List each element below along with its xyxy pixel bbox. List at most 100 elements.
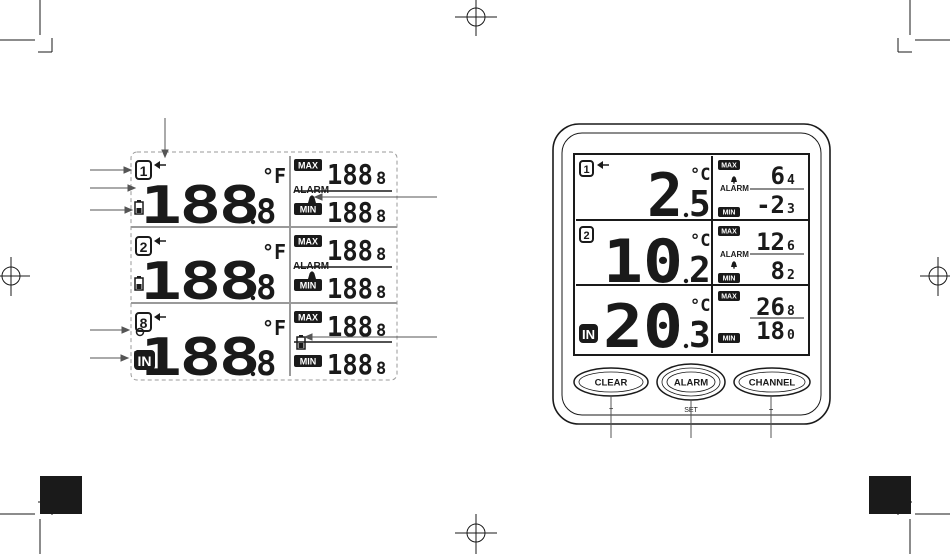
device-max-decimal-2: 6 xyxy=(787,239,795,254)
max-digits-1: 188 xyxy=(327,158,373,191)
page-tab-right xyxy=(869,476,911,514)
device-temperature-1: 2 xyxy=(647,161,683,231)
temperature-unit-1: °F xyxy=(262,164,286,188)
min-decimal-3: 8 xyxy=(376,359,386,379)
device-temperature-unit-2: °C xyxy=(690,231,710,251)
device-temperature-unit-3: °C xyxy=(690,296,710,316)
clear-button[interactable]: CLEAR xyxy=(574,368,648,396)
min-digits-2: 188 xyxy=(327,272,373,305)
decimal-point-2 xyxy=(251,296,255,300)
indoor-indicator-text: IN xyxy=(138,353,152,369)
max-decimal-3: 8 xyxy=(376,321,386,341)
min-digits-3: 188 xyxy=(327,348,373,381)
device-indoor-indicator-text: IN xyxy=(582,327,595,342)
device-decimal-point-3 xyxy=(684,344,688,348)
registration-mark-bottom xyxy=(455,514,497,554)
device-temperature-2: 10 xyxy=(603,227,683,297)
device-min-label-2-text: MIN xyxy=(723,276,736,283)
device-max-decimal-3: 8 xyxy=(787,304,795,319)
min-digits-1: 188 xyxy=(327,196,373,229)
device-max-label-1: MAX xyxy=(718,160,740,170)
device-max-label-2-text: MAX xyxy=(721,229,737,236)
max-decimal-2: 8 xyxy=(376,245,386,265)
device-min-label-2: MIN xyxy=(718,273,740,283)
device-min-label-1: MIN xyxy=(718,207,740,217)
device-indoor-indicator: IN xyxy=(580,325,597,342)
min-label-3-text: MIN xyxy=(300,357,317,367)
channel-button[interactable]: CHANNEL xyxy=(734,368,810,396)
temperature-decimal-2: 8 xyxy=(256,268,276,308)
device-alarm-label-2: ALARM xyxy=(720,250,749,259)
device-channel-indicator-2-text: 2 xyxy=(583,230,589,242)
min-label-2: MIN xyxy=(294,279,322,291)
indoor-indicator: IN xyxy=(135,351,154,369)
alarm-label-2: ALARM xyxy=(293,261,329,272)
signal-icon-3 xyxy=(154,313,166,321)
clear-button-label: CLEAR xyxy=(595,378,628,389)
temperature-decimal-1: 8 xyxy=(256,192,276,232)
max-label-1: MAX xyxy=(294,159,322,171)
temperature-digits-3: 188 xyxy=(140,328,258,388)
registration-mark-right xyxy=(920,257,950,296)
alarm-label-1: ALARM xyxy=(293,185,329,196)
device-temperature-decimal-3: 3 xyxy=(689,315,711,356)
max-label-2: MAX xyxy=(294,235,322,247)
device-temperature-decimal-2: 2 xyxy=(689,250,711,291)
device-temperature-unit-1: °C xyxy=(690,165,710,185)
max-label-3: MAX xyxy=(294,311,322,323)
device-min-value-1: -2 xyxy=(756,191,785,219)
device-min-label-1-text: MIN xyxy=(723,210,736,217)
device-min-decimal-3: 0 xyxy=(787,328,795,343)
device-max-label-2: MAX xyxy=(718,226,740,236)
device-channel-indicator-2: 2 xyxy=(580,227,593,242)
temperature-digits-2: 188 xyxy=(140,252,258,312)
device-min-value-3: 18 xyxy=(756,317,785,345)
max-decimal-1: 8 xyxy=(376,169,386,189)
device-min-decimal-2: 2 xyxy=(787,268,795,283)
page-tab-left xyxy=(40,476,82,514)
device-max-label-3-text: MAX xyxy=(721,294,737,301)
device-channel-indicator-1: 1 xyxy=(580,161,593,176)
device-min-label-3: MIN xyxy=(718,333,740,343)
device-decimal-point-1 xyxy=(684,213,688,217)
device-min-decimal-1: 3 xyxy=(787,202,795,217)
channel-button-label: CHANNEL xyxy=(749,378,796,389)
max-digits-3: 188 xyxy=(327,310,373,343)
min-label-1: MIN xyxy=(294,203,322,215)
min-decimal-1: 8 xyxy=(376,207,386,227)
min-label-3: MIN xyxy=(294,355,322,367)
temperature-digits-1: 188 xyxy=(140,176,258,236)
signal-icon-2 xyxy=(154,237,166,245)
decimal-point-1 xyxy=(251,220,255,224)
min-decimal-2: 8 xyxy=(376,283,386,303)
device-max-value-1: 6 xyxy=(771,162,785,190)
min-label-1-text: MIN xyxy=(300,205,317,215)
registration-mark-left xyxy=(0,257,30,296)
device-min-value-2: 8 xyxy=(771,257,785,285)
device-decimal-point-2 xyxy=(684,279,688,283)
lcd-segment-diagram: 11888°FMAX1888MIN1888ALARM21888°FMAX1888… xyxy=(131,152,397,388)
device-min-label-3-text: MIN xyxy=(723,336,736,343)
device-alarm-label-1: ALARM xyxy=(720,184,749,193)
device-max-value-2: 12 xyxy=(756,228,785,256)
device-max-decimal-1: 4 xyxy=(787,173,795,188)
device-max-label-1-text: MAX xyxy=(721,163,737,170)
device-temperature-3: 20 xyxy=(603,292,683,362)
max-label-3-text: MAX xyxy=(298,313,318,323)
temperature-unit-3: °F xyxy=(262,316,286,340)
temperature-decimal-3: 8 xyxy=(256,344,276,384)
decimal-point-3 xyxy=(251,372,255,376)
device-channel-indicator-1-text: 1 xyxy=(583,164,589,176)
registration-mark-top xyxy=(455,0,497,36)
device-temperature-decimal-1: 5 xyxy=(689,184,711,225)
alarm-set-button[interactable]: ALARM xyxy=(657,364,725,400)
temperature-unit-2: °F xyxy=(262,240,286,264)
max-label-2-text: MAX xyxy=(298,237,318,247)
signal-icon-1 xyxy=(154,161,166,169)
max-digits-2: 188 xyxy=(327,234,373,267)
max-label-1-text: MAX xyxy=(298,161,318,171)
device-max-label-3: MAX xyxy=(718,291,740,301)
